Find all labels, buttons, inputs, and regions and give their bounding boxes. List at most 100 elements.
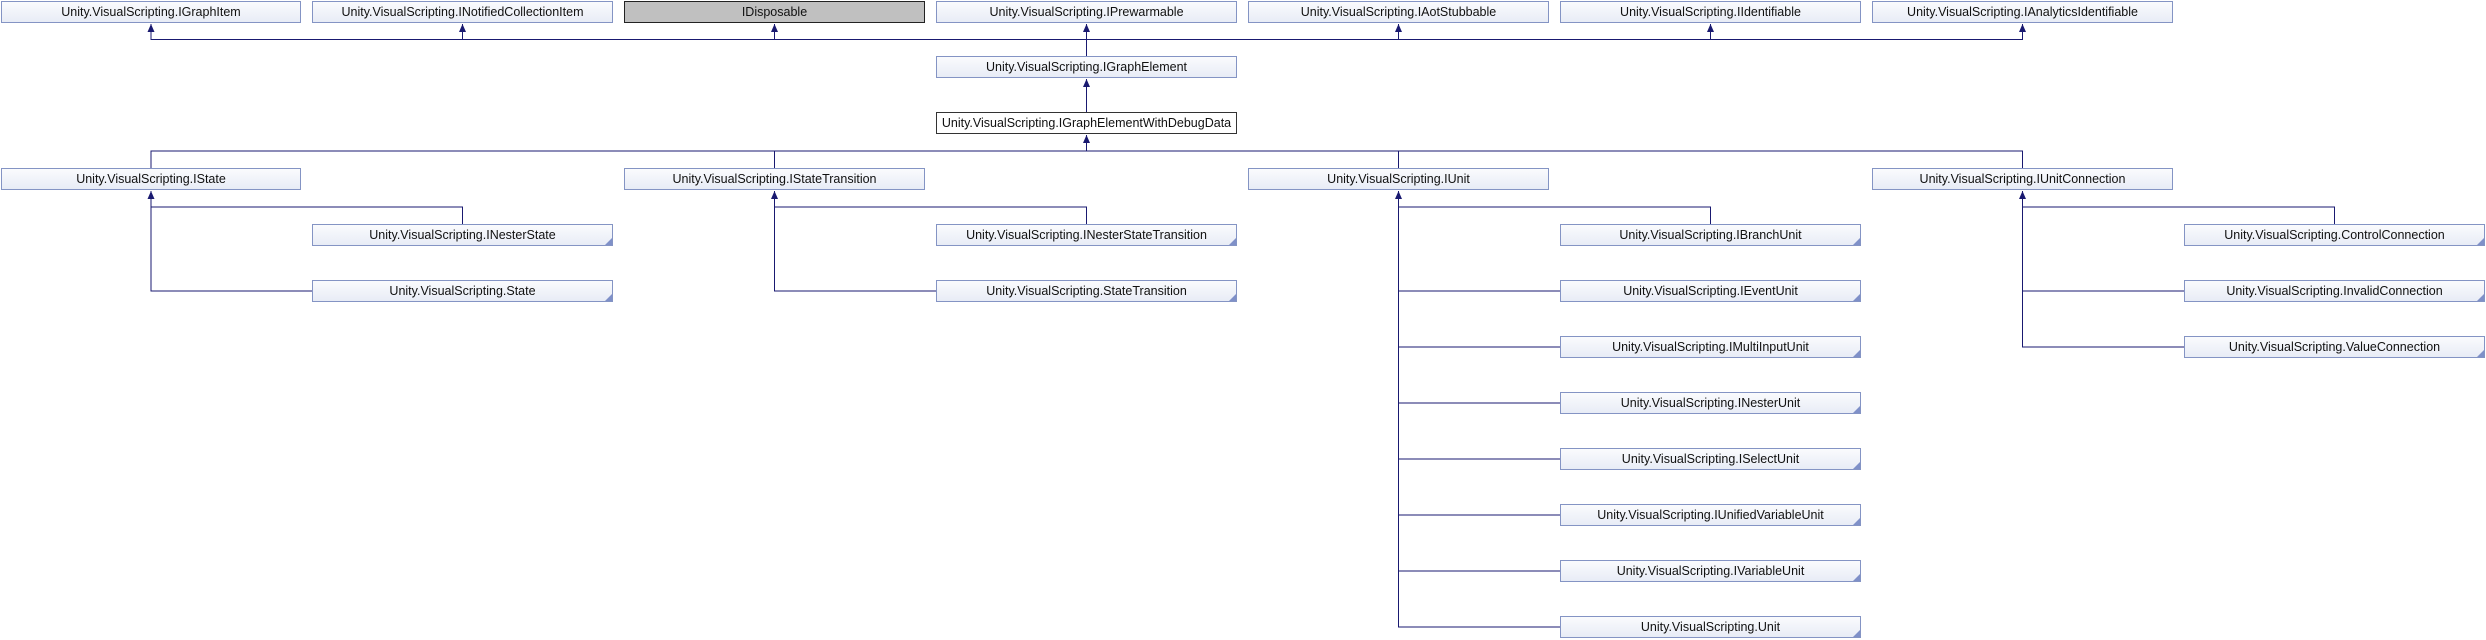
more-indicator-icon [605,238,612,245]
node-igraphelement[interactable]: Unity.VisualScripting.IGraphElement [936,56,1237,78]
node-label: Unity.VisualScripting.INesterState [369,228,556,242]
arrowhead-ianalytics [2019,24,2026,32]
node-inesterunit[interactable]: Unity.VisualScripting.INesterUnit [1560,392,1861,414]
node-label: Unity.VisualScripting.IUnit [1327,172,1470,186]
node-label: Unity.VisualScripting.IGraphElement [985,60,1188,74]
node-label: Unity.VisualScripting.StateTransition [986,284,1187,298]
edge-iselectunit-iunit [1398,191,1560,460]
node-iselectunit[interactable]: Unity.VisualScripting.ISelectUnit [1560,448,1861,470]
node-unit[interactable]: Unity.VisualScripting.Unit [1560,616,1861,638]
more-indicator-icon [1853,294,1860,301]
more-indicator-icon [1853,238,1860,245]
node-valueconnection[interactable]: Unity.VisualScripting.ValueConnection [2184,336,2485,358]
arrowhead-igraphelement [1083,79,1090,87]
edge-istatetransition-focus [774,135,1087,168]
edge-ibranchunit-iunit [1398,191,1711,224]
node-iunifiedvariableunit[interactable]: Unity.VisualScripting.IUnifiedVariableUn… [1560,504,1861,526]
node-iunitconnection[interactable]: Unity.VisualScripting.IUnitConnection [1872,168,2173,190]
edge-valueconnection-iunitconnection [2022,191,2184,348]
edge-iunitconnection-focus [1086,135,2023,168]
node-label: Unity.VisualScripting.State [389,284,536,298]
node-iidentifiable[interactable]: Unity.VisualScripting.IIdentifiable [1560,1,1861,23]
arrowhead-igraphitem [147,24,155,32]
node-label: Unity.VisualScripting.IAotStubbable [1300,5,1497,19]
node-ieventunit[interactable]: Unity.VisualScripting.IEventUnit [1560,280,1861,302]
node-istatetransition[interactable]: Unity.VisualScripting.IStateTransition [624,168,925,190]
node-label: Unity.VisualScripting.INesterUnit [1620,396,1801,410]
edge-imultiinputunit-iunit [1398,191,1560,348]
node-state[interactable]: Unity.VisualScripting.State [312,280,613,302]
arrowhead-iidentifiable [1707,24,1714,32]
more-indicator-icon [2477,350,2484,357]
node-label: Unity.VisualScripting.IEventUnit [1623,284,1798,298]
node-igraphelementwithdebugdata: Unity.VisualScripting.IGraphElementWithD… [936,112,1237,134]
node-label: IDisposable [741,5,808,19]
node-label: Unity.VisualScripting.IStateTransition [672,172,877,186]
edge-statetransition-istatetransition [774,191,936,292]
node-label: Unity.VisualScripting.INesterStateTransi… [966,228,1207,242]
edge-state-istate [150,191,312,292]
node-label: Unity.VisualScripting.ControlConnection [2224,228,2445,242]
more-indicator-icon [2477,238,2484,245]
arrowhead-iprewarmable [1083,24,1090,32]
node-imultiinputunit[interactable]: Unity.VisualScripting.IMultiInputUnit [1560,336,1861,358]
node-label: Unity.VisualScripting.IBranchUnit [1619,228,1802,242]
edge-ivariableunit-iunit [1398,191,1560,572]
node-ivariableunit[interactable]: Unity.VisualScripting.IVariableUnit [1560,560,1861,582]
node-label: Unity.VisualScripting.Unit [1640,620,1781,634]
edge-inesterstatetransition-istatetransition [774,191,1087,224]
node-statetransition[interactable]: Unity.VisualScripting.StateTransition [936,280,1237,302]
node-label: Unity.VisualScripting.IUnitConnection [1919,172,2126,186]
node-controlconnection[interactable]: Unity.VisualScripting.ControlConnection [2184,224,2485,246]
edge-igraphelement-idisposable [774,24,1087,56]
node-label: Unity.VisualScripting.IMultiInputUnit [1612,340,1809,354]
node-label: Unity.VisualScripting.IUnifiedVariableUn… [1597,508,1824,522]
more-indicator-icon [1853,350,1860,357]
more-indicator-icon [1229,294,1236,301]
edge-ieventunit-iunit [1398,191,1560,292]
node-iprewarmable[interactable]: Unity.VisualScripting.IPrewarmable [936,1,1237,23]
edge-igraphelement-ianalytics [1086,24,2023,56]
node-label: Unity.VisualScripting.IGraphElementWithD… [941,116,1232,130]
node-label: Unity.VisualScripting.IGraphItem [61,5,241,19]
node-idisposable: IDisposable [624,1,925,23]
arrowhead-idisposable [771,24,778,32]
edge-iunifiedvariableunit-iunit [1398,191,1560,516]
node-label: Unity.VisualScripting.ValueConnection [2228,340,2441,354]
node-inesterstatetransition[interactable]: Unity.VisualScripting.INesterStateTransi… [936,224,1237,246]
more-indicator-icon [1853,406,1860,413]
node-label: Unity.VisualScripting.IVariableUnit [1616,564,1805,578]
node-label: Unity.VisualScripting.IState [76,172,226,186]
node-label: Unity.VisualScripting.INotifiedCollectio… [341,5,584,19]
node-ibranchunit[interactable]: Unity.VisualScripting.IBranchUnit [1560,224,1861,246]
more-indicator-icon [1229,238,1236,245]
more-indicator-icon [605,294,612,301]
more-indicator-icon [1853,518,1860,525]
node-iunit[interactable]: Unity.VisualScripting.IUnit [1248,168,1549,190]
arrowhead-iaotstubbable [1395,24,1402,32]
edge-controlconnection-iunitconnection [2022,191,2335,224]
edge-unit-iunit [1398,191,1560,628]
node-label: Unity.VisualScripting.IPrewarmable [989,5,1184,19]
edge-inesterunit-iunit [1398,191,1560,404]
node-inotifiedcollectionitem[interactable]: Unity.VisualScripting.INotifiedCollectio… [312,1,613,23]
edge-invalidconnection-iunitconnection [2022,191,2184,292]
arrowhead-inotified [459,24,466,32]
node-inesterstate[interactable]: Unity.VisualScripting.INesterState [312,224,613,246]
node-istate[interactable]: Unity.VisualScripting.IState [1,168,301,190]
node-invalidconnection[interactable]: Unity.VisualScripting.InvalidConnection [2184,280,2485,302]
more-indicator-icon [1853,574,1860,581]
node-label: Unity.VisualScripting.InvalidConnection [2226,284,2443,298]
node-ianalyticsidentifiable[interactable]: Unity.VisualScripting.IAnalyticsIdentifi… [1872,1,2173,23]
more-indicator-icon [2477,294,2484,301]
node-label: Unity.VisualScripting.ISelectUnit [1621,452,1800,466]
node-igraphitem[interactable]: Unity.VisualScripting.IGraphItem [1,1,301,23]
node-iaotstubbable[interactable]: Unity.VisualScripting.IAotStubbable [1248,1,1549,23]
node-label: Unity.VisualScripting.IIdentifiable [1620,5,1801,19]
more-indicator-icon [1853,462,1860,469]
node-label: Unity.VisualScripting.IAnalyticsIdentifi… [1907,5,2138,19]
edge-inesterstate-istate [150,191,463,224]
more-indicator-icon [1853,630,1860,637]
